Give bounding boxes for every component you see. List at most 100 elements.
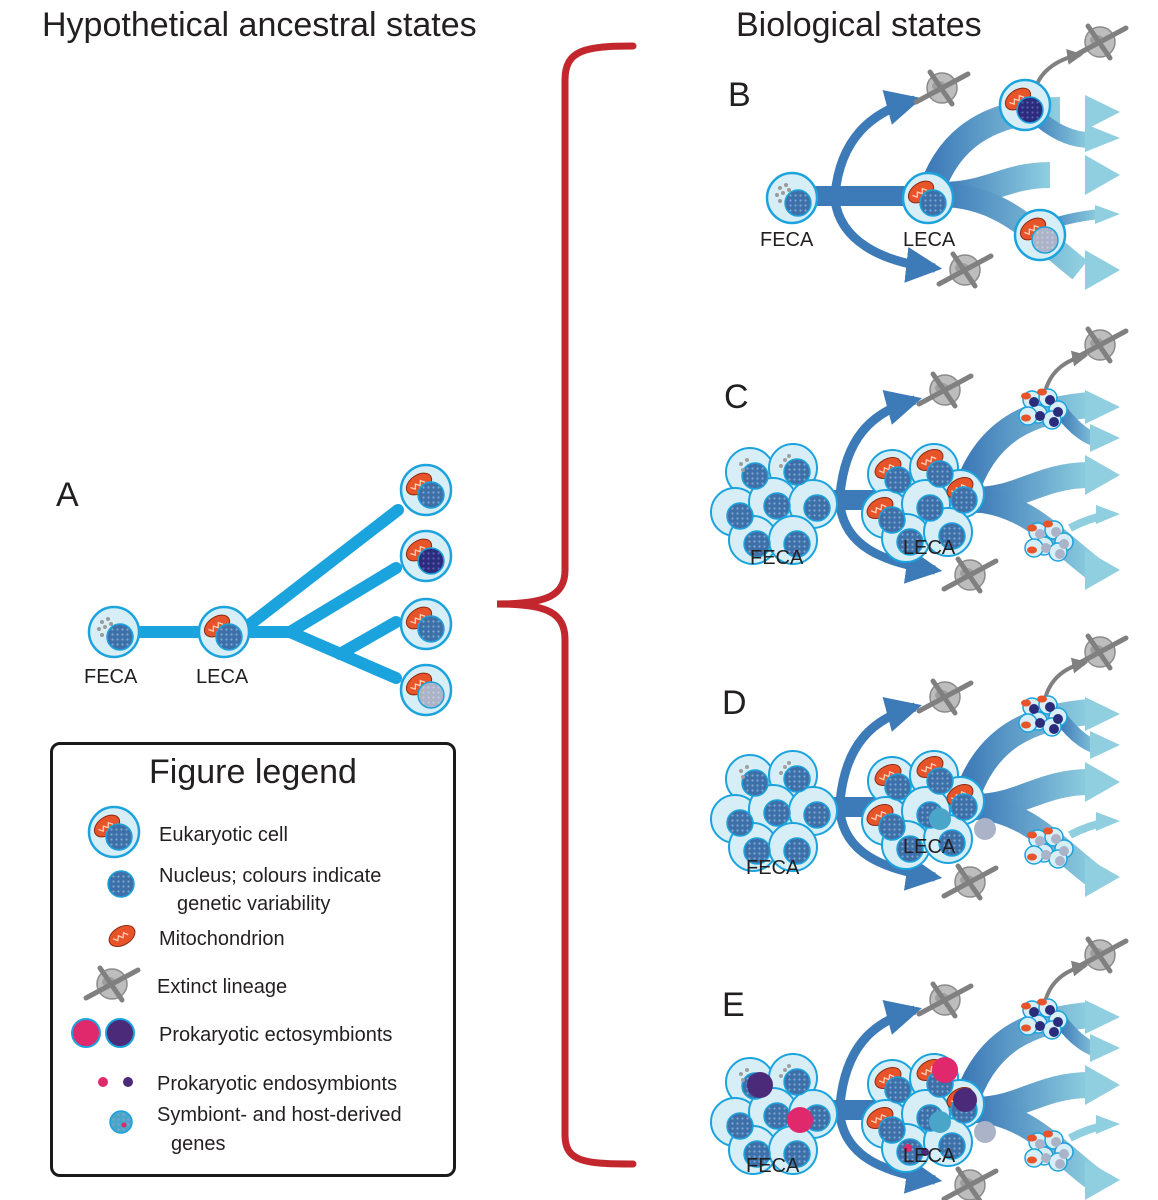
leca-cell-icon: [903, 173, 953, 223]
legend-genes-line1: Symbiont- and host-derived: [157, 1104, 402, 1126]
tree-arrowhead: [1085, 697, 1120, 731]
eukaryotic-cell-icon: [1015, 210, 1065, 260]
panel-c-letter: C: [724, 378, 749, 416]
extinct-lineage-icon: [944, 559, 996, 591]
extinct-branch: [835, 390, 922, 496]
descendant-cluster-icon: [1024, 826, 1074, 869]
panel-a-feca-label: FECA: [84, 666, 138, 688]
extinct-lineage-icon: [939, 254, 991, 286]
tree-arrowhead: [1085, 455, 1120, 495]
panel-d-tree: [711, 636, 1126, 898]
tree-arrowhead: [1085, 1160, 1120, 1200]
panel-b-feca-label: FECA: [760, 229, 814, 251]
legend-extinct-lineage: Extinct lineage: [157, 976, 288, 998]
descendant-cluster-icon: [1018, 387, 1068, 430]
extinct-lineage-icon: [1074, 26, 1126, 58]
ectosymbiont-icon: [747, 1072, 773, 1098]
endosymbiont-icon: [904, 1144, 912, 1152]
ectosymbiont-icon: [105, 1018, 135, 1048]
panel-b-letter: B: [728, 76, 751, 114]
panel-d-letter: D: [722, 684, 747, 722]
feca-cluster-icon: [711, 444, 837, 564]
feca-cell-icon: [89, 607, 139, 657]
tree-arrowhead: [1085, 1065, 1120, 1105]
tree-arrowhead: [1085, 550, 1120, 590]
extinct-lineage-icon: [919, 374, 971, 406]
extinct-branch: [835, 697, 922, 803]
extinct-lineage-icon: [916, 72, 968, 104]
extinct-lineage-icon: [1074, 939, 1126, 971]
feca-cell-icon: [767, 173, 817, 223]
tree-arrowhead: [1090, 1034, 1120, 1062]
legend-icons: [71, 807, 139, 1134]
tree-arrowhead: [1085, 390, 1120, 424]
endosymbiont-icon: [921, 1148, 929, 1156]
legend-mitochondrion: Mitochondrion: [159, 928, 285, 950]
extinct-lineage-icon: [1074, 636, 1126, 668]
descendant-cluster-icon: [1018, 997, 1068, 1040]
panel-c-leca-label: LECA: [903, 537, 956, 559]
eukaryotic-cell-icon: [401, 665, 451, 715]
legend-endosymbionts: Prokaryotic endosymbionts: [157, 1073, 398, 1095]
mixed-genes-icon: [109, 1110, 133, 1134]
eukaryotic-cell-icon: [401, 531, 451, 581]
panel-a-tree: [122, 504, 404, 684]
legend-title: Figure legend: [149, 753, 357, 791]
panel-e-letter: E: [722, 986, 745, 1024]
panel-e-tree: [711, 939, 1126, 1200]
endosymbiont-icon: [123, 1077, 133, 1087]
mixed-genes-icon: [929, 1111, 951, 1133]
feca-cluster-icon: [711, 751, 837, 871]
legend-ectosymbionts: Prokaryotic ectosymbionts: [159, 1024, 393, 1046]
header-hypothetical: Hypothetical ancestral states: [42, 6, 477, 44]
panel-e-feca-label: FECA: [746, 1155, 800, 1177]
extinct-lineage-icon: [944, 1169, 996, 1200]
ectosymbiont-icon: [932, 1057, 958, 1083]
extinct-lineage-icon: [944, 866, 996, 898]
eukaryotic-cell-icon: [401, 599, 451, 649]
extinct-branch: [1043, 657, 1089, 700]
endosymbiont-icon: [98, 1077, 108, 1087]
panel-c-feca-label: FECA: [750, 547, 804, 569]
tree-arrowhead: [1085, 857, 1120, 897]
legend-nucleus-line2: genetic variability: [177, 893, 331, 915]
extinct-lineage-icon: [919, 984, 971, 1016]
mixed-genes-icon: [929, 808, 951, 830]
tree-arrowhead: [1085, 762, 1120, 802]
extinct-branch: [1043, 960, 1089, 1003]
tree-arrowhead: [1090, 731, 1120, 759]
extinct-branch: [1043, 350, 1089, 393]
panel-a-leca-label: LECA: [196, 666, 249, 688]
ectosymbiont-icon: [787, 1107, 813, 1133]
legend-genes-line2: genes: [171, 1133, 226, 1155]
extinct-lineage-icon: [1074, 329, 1126, 361]
extinct-branch: [835, 504, 943, 584]
nucleus-icon: [974, 818, 996, 840]
tree-arrowhead: [1090, 424, 1120, 452]
tree-arrowhead: [1096, 1115, 1120, 1134]
legend-nucleus-line1: Nucleus; colours indicate: [159, 865, 382, 887]
eukaryotic-cell-icon: [401, 465, 451, 515]
tree-arrowhead: [1096, 505, 1120, 524]
extinct-branch: [835, 811, 943, 891]
descendant-cluster-icon: [1018, 694, 1068, 737]
extinct-branch: [835, 1114, 943, 1194]
panel-e-leca-label: LECA: [903, 1145, 956, 1167]
descendant-cluster-icon: [1024, 519, 1074, 562]
panel-c-tree: [711, 329, 1126, 591]
extinct-branch: [835, 1000, 922, 1106]
legend-eukaryotic-cell: Eukaryotic cell: [159, 824, 288, 846]
tree-arrowhead: [1096, 812, 1120, 831]
panel-b-leca-label: LECA: [903, 229, 956, 251]
red-bracket: [496, 42, 637, 1168]
tree-arrowhead: [1085, 1000, 1120, 1034]
extinct-lineage-icon: [919, 681, 971, 713]
nucleus-icon: [974, 1121, 996, 1143]
ectosymbiont-icon: [71, 1018, 101, 1048]
leca-cell-icon: [199, 607, 249, 657]
panel-d-leca-label: LECA: [903, 836, 956, 858]
panel-d-feca-label: FECA: [746, 857, 800, 879]
ectosymbiont-icon: [953, 1088, 977, 1112]
